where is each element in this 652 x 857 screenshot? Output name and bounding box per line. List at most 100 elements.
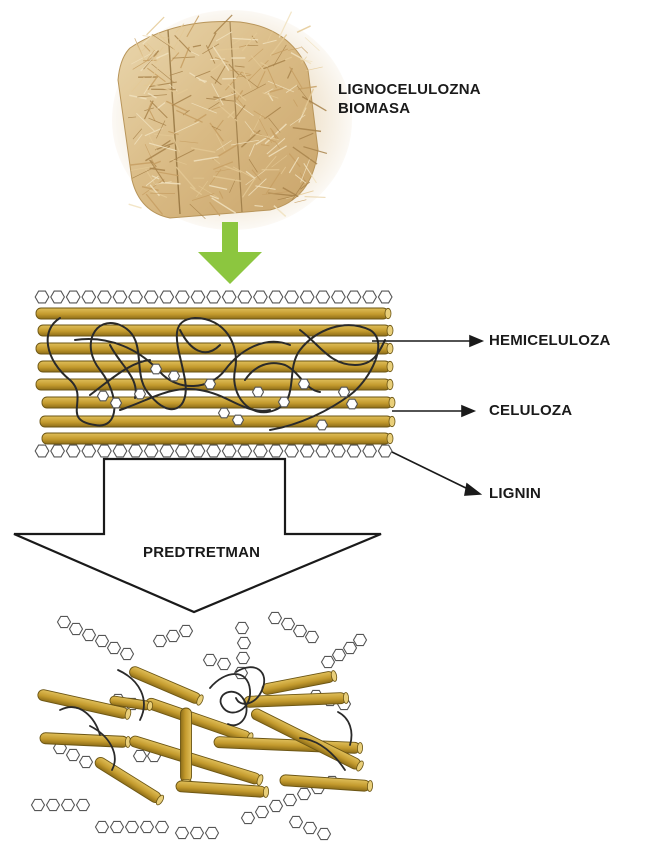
lignin-hexagon [238,445,252,457]
lignin-chain-top [35,291,392,303]
lignin-hexagon [167,630,180,641]
lignin-hexagon [180,625,193,636]
lignin-hexagon [58,616,71,627]
lignin-hexagon [322,656,335,667]
lignin-hexagon [300,445,314,457]
lignin-hexagon [96,821,109,832]
lignin-hexagon [256,806,269,817]
lignin-hexagon [151,364,162,374]
lignin-hexagon [70,623,83,634]
lignin-hexagon [82,291,96,303]
cellulose-fiber [280,775,373,792]
lignin-hexagon [304,822,317,833]
lignin-hexagon [134,750,147,761]
lignin-hexagon [222,445,236,457]
lignin-hexagon [176,291,190,303]
cellulose-fiber [42,397,395,408]
lignin-hexagon [299,379,310,389]
lignin-chain-bottom [35,445,392,457]
cellulose-fiber [36,308,391,319]
lignin-hexagon [98,391,109,401]
lignin-hexagon [285,445,299,457]
lignin-hexagon [51,291,65,303]
lignin-hexagon [207,291,221,303]
cellulose-fiber [261,670,338,695]
pretreatment-arrow [14,459,381,612]
lignin-hexagon [316,291,330,303]
lignin-hexagon [269,612,282,623]
lignin-hexagon [298,788,311,799]
lignin-hexagon [317,420,328,430]
lignin-hexagon [62,799,75,810]
lignin-hexagon [67,749,80,760]
lignin-hexagon [237,652,250,663]
cellulose-fiber [181,708,192,785]
lignin-hexagon [80,756,93,767]
lignin-hexagon [66,291,80,303]
lignin-hexagon [339,387,350,397]
lignin-hexagon [344,642,357,653]
scattered-cellulose-fibers [37,665,373,806]
lignin-hexagon [51,445,65,457]
lignin-hexagon [47,799,60,810]
hemicellulose-label: HEMICELULOZA [489,332,611,349]
lignin-hexagon [98,291,112,303]
lignin-hexagon [347,445,361,457]
lignin-hexagon [169,371,180,381]
biomass-label-line1: LIGNOCELULOZNA [338,80,481,99]
lignin-hexagon [98,445,112,457]
lignin-hexagon [332,445,346,457]
lignin-hexagon [269,445,283,457]
lignin-hexagon [269,291,283,303]
lignin-hexagon [254,291,268,303]
lignin-hexagon [222,291,236,303]
lignin-hexagon [108,642,121,653]
lignin-hexagon [294,625,307,636]
lignin-hexagon [113,445,127,457]
biomass-label: LIGNOCELULOZNA BIOMASA [338,80,481,118]
lignin-hexagon [129,445,143,457]
lignin-hexagon [236,622,249,633]
lignin-hexagon [378,445,392,457]
lignin-hexagon [66,445,80,457]
lignin-hexagon [77,799,90,810]
cellulose-label: CELULOZA [489,402,572,419]
lignin-hexagon [113,291,127,303]
lignin-hexagon [191,827,204,838]
lignin-hexagon [126,821,139,832]
lignin-hexagon [282,618,295,629]
biomass-bale-image [112,10,352,230]
lignin-hexagon [333,649,346,660]
lignin-hexagon [83,629,96,640]
pretreatment-label: PREDTRETMAN [143,544,260,561]
lignin-hexagon [121,648,134,659]
lignin-hexagon [242,812,255,823]
lignin-hexagon [35,291,49,303]
lignin-hexagon [378,291,392,303]
lignin-hexagon [191,445,205,457]
label-leader-lines [372,336,482,495]
green-down-arrow [198,222,262,284]
lignin-hexagon [270,800,283,811]
lignin-hexagon [347,399,358,409]
cellulose-fiber [42,433,393,444]
lignin-hexagon [144,445,158,457]
lignin-hexagon [284,794,297,805]
lignin-hexagon [285,291,299,303]
lignin-hexagon [233,415,244,425]
lignin-hexagon [96,635,109,646]
lignin-hexagon [318,828,331,839]
lignin-hexagon [141,821,154,832]
lignin-hexagon [191,291,205,303]
cellulose-fiber [40,733,131,748]
lignin-hexagon [306,631,319,642]
lignin-hexagon [144,291,158,303]
lignin-hexagon [129,291,143,303]
lignin-hexagon [363,291,377,303]
lignin-hexagon [316,445,330,457]
lignin-hexagon [207,445,221,457]
lignin-hexagon [238,291,252,303]
lignin-hexagon [204,654,217,665]
